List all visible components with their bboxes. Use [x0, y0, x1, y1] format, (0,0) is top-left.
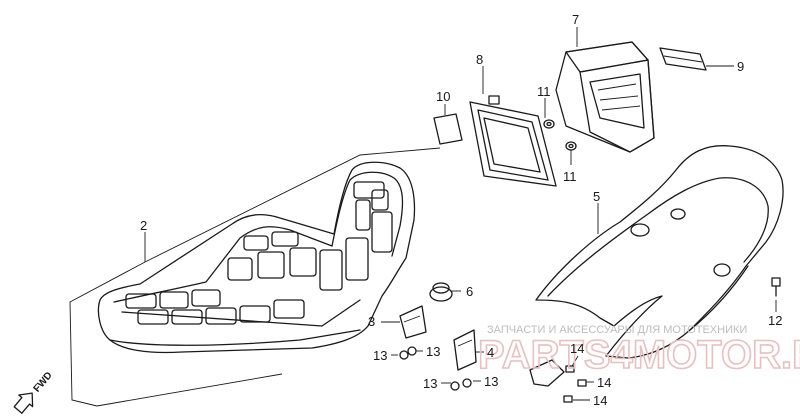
callout-14-b: 14 — [597, 375, 611, 390]
callout-12: 12 — [768, 313, 782, 328]
lock-assembly-part — [529, 359, 587, 403]
callout-3: 3 — [368, 314, 375, 329]
taillight-lens-part — [469, 95, 557, 187]
callout-11-lower: 11 — [563, 169, 577, 184]
callout-11-upper: 11 — [537, 84, 551, 99]
callout-5: 5 — [593, 189, 600, 204]
callout-13-a: 13 — [373, 348, 387, 363]
callout-13-c: 13 — [423, 376, 437, 391]
license-light-part — [659, 47, 707, 71]
fwd-arrow: FWD — [13, 370, 55, 414]
rear-fender-part — [535, 145, 784, 359]
leader-lines — [144, 27, 777, 401]
fwd-label: FWD — [32, 370, 55, 395]
callout-14-c: 14 — [593, 393, 607, 408]
arrow-icon — [13, 392, 34, 414]
callout-2: 2 — [140, 218, 147, 233]
callout-10: 10 — [436, 89, 450, 104]
callout-labels: 2 3 4 5 6 7 8 9 10 11 11 12 13 13 13 13 … — [140, 12, 782, 408]
callout-8: 8 — [476, 52, 483, 67]
callout-14-a: 14 — [570, 341, 584, 356]
callout-13-d: 13 — [484, 374, 498, 389]
seat-part — [69, 147, 441, 407]
callout-7: 7 — [572, 12, 579, 27]
bracket-3-part — [399, 305, 427, 339]
callout-9: 9 — [737, 59, 744, 74]
taillight-housing-part — [555, 41, 655, 153]
watermark: ЗАПЧАСТИ И АКСЕССУАРЫ ДЛЯ МОТОТЕХНИКИ PA… — [477, 324, 800, 378]
bolt-12-part — [771, 277, 781, 297]
grommet-part — [543, 119, 577, 151]
callout-4: 4 — [487, 345, 494, 360]
callout-6: 6 — [466, 284, 473, 299]
reflector-plate-part — [433, 113, 463, 145]
callout-13-b: 13 — [426, 344, 440, 359]
nut-13-part — [399, 346, 472, 391]
watermark-text: ЗАПЧАСТИ И АКСЕССУАРЫ ДЛЯ МОТОТЕХНИКИ — [487, 324, 747, 336]
watermark-logo: PARTS4MOTOR.RU — [478, 333, 800, 377]
cushion-rubber-part — [429, 282, 453, 302]
bracket-4-part — [453, 329, 477, 371]
